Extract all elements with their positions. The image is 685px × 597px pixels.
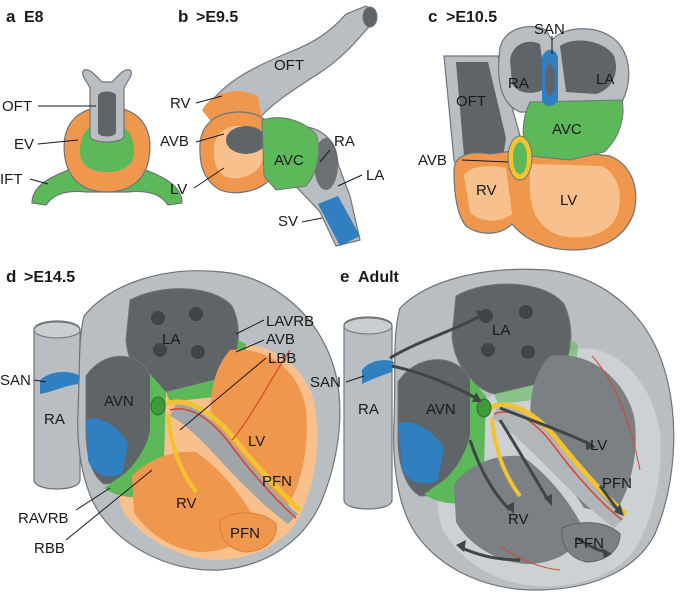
label-avc-c: AVC [552,121,582,138]
label-rv-b: RV [170,95,191,112]
label-rv-c: RV [476,182,497,199]
pulmonary-vein-opening [189,307,203,321]
interventricular-septum-shape [492,405,624,528]
right-ventricle-cavity-shape [454,455,584,564]
panel-e-letter: e [340,267,349,286]
purkinje-fiber-network-shape [219,512,277,553]
vena-cava-opening [33,321,81,339]
vena-cava-shape [33,320,81,490]
panel-c: c >E10.5 SAN RA LA OFT AVC AVB RV LV [418,7,637,251]
sinoatrial-node-shape [40,371,80,394]
interventricular-septum-shape [170,404,298,524]
label-avn-d: AVN [104,393,134,410]
label-lavrb-d: LAVRB [266,313,314,330]
label-pfn-e-lower: PFN [574,535,604,552]
vena-cava-opening [343,317,393,335]
label-san-c: SAN [534,21,565,38]
label-ev-a: EV [14,136,34,153]
label-ra-b: RA [334,133,355,150]
atrium-lumen-shape [314,138,338,190]
label-ra-c: RA [508,75,529,92]
purkinje-fiber-red [499,545,561,571]
label-la-c: LA [596,71,614,88]
panel-b-title: >E9.5 [196,9,238,26]
label-avb-c: AVB [418,152,447,169]
label-pfn-e-upper: PFN [602,475,632,492]
left-ventricle-trabeculae-shape [530,164,620,238]
atrioventricular-node-shape [150,396,166,416]
label-lv-d: LV [248,433,265,450]
label-sv-b: SV [278,213,298,230]
pulmonary-vein-opening [519,305,533,319]
label-avb-d: AVB [266,331,295,348]
left-ventricle-cavity-shape [530,355,636,514]
panel-d: d >E14.5 [0,267,341,571]
panel-d-letter: d [6,267,16,286]
panel-e: e Adult [310,267,675,591]
right-atrium-blue-shape [86,418,128,477]
pulmonary-vein-opening [153,343,167,357]
left-ventricle-cavity-shape [210,349,307,506]
right-atrium-blue-shape [398,422,444,484]
label-san-e: SAN [310,374,341,391]
atrioventricular-node-shape [476,398,492,418]
sinoatrial-node-shape [362,360,394,384]
label-lbb-d: LBB [268,350,296,367]
pulmonary-vein-opening [481,343,495,357]
label-oft-a: OFT [2,98,32,115]
atrioventricular-canal-shape [261,117,320,191]
label-avn-e: AVN [426,401,456,418]
label-rv-e: RV [508,511,529,528]
purkinje-fiber-red [591,355,641,471]
panel-c-letter: c [428,7,437,26]
panel-a: a E8 OFT EV IFT [0,7,183,206]
label-lv-b: LV [170,181,187,198]
panel-d-title: >E14.5 [24,269,75,286]
label-rbb-d: RBB [34,540,65,557]
panel-a-title: E8 [24,9,44,26]
outflow-lumen-shape [98,91,116,137]
label-pfn-d-lower: PFN [230,525,260,542]
sinoatrial-node-lumen [545,64,555,96]
label-la-b: LA [366,167,384,184]
right-ventricle-trabeculae-shape [464,166,512,221]
panel-e-title: Adult [358,269,400,286]
label-la-e: LA [492,322,510,339]
ventricle-lumen-shape [226,126,266,154]
outflow-opening-shape [362,6,378,28]
label-ravrb-d: RAVRB [18,510,69,527]
label-ift-a: IFT [0,171,23,188]
right-atrium-lumen-shape [510,41,546,93]
label-san-d: SAN [0,372,31,389]
pulmonary-vein-opening [191,345,205,359]
label-ra-e: RA [358,401,379,418]
arrowheads [456,310,624,558]
label-oft-c: OFT [456,93,486,110]
panel-a-letter: a [6,7,16,26]
label-avb-b: AVB [160,133,189,150]
right-bundle-branch-yellow [166,413,198,494]
panel-c-title: >E10.5 [446,9,497,26]
label-lv-e: LV [590,437,607,454]
conduction-bundle-red [169,408,297,519]
avb-ring-inner [513,142,527,174]
left-atrium-lumen-shape [560,40,616,94]
panel-b: b >E9.5 OFT RV AVB AVC LV RA LA SV [160,5,384,247]
right-bundle-branch-yellow [490,417,522,498]
atrioventricular-canal-shape [522,99,624,161]
label-oft-b: OFT [274,57,304,74]
pulmonary-vein-opening [151,311,165,325]
label-ra-d: RA [44,411,65,428]
label-rv-d: RV [176,495,197,512]
panel-b-letter: b [178,7,188,26]
label-la-d: LA [162,331,180,348]
label-lv-c: LV [560,192,577,209]
label-pfn-d-upper: PFN [262,473,292,490]
label-avc-b: AVC [274,152,304,169]
sinus-venosus-shape [318,196,360,246]
conduction-bundle-yellow [165,399,302,512]
pulmonary-vein-opening [521,345,535,359]
left-bundle-branch-red [231,349,291,441]
